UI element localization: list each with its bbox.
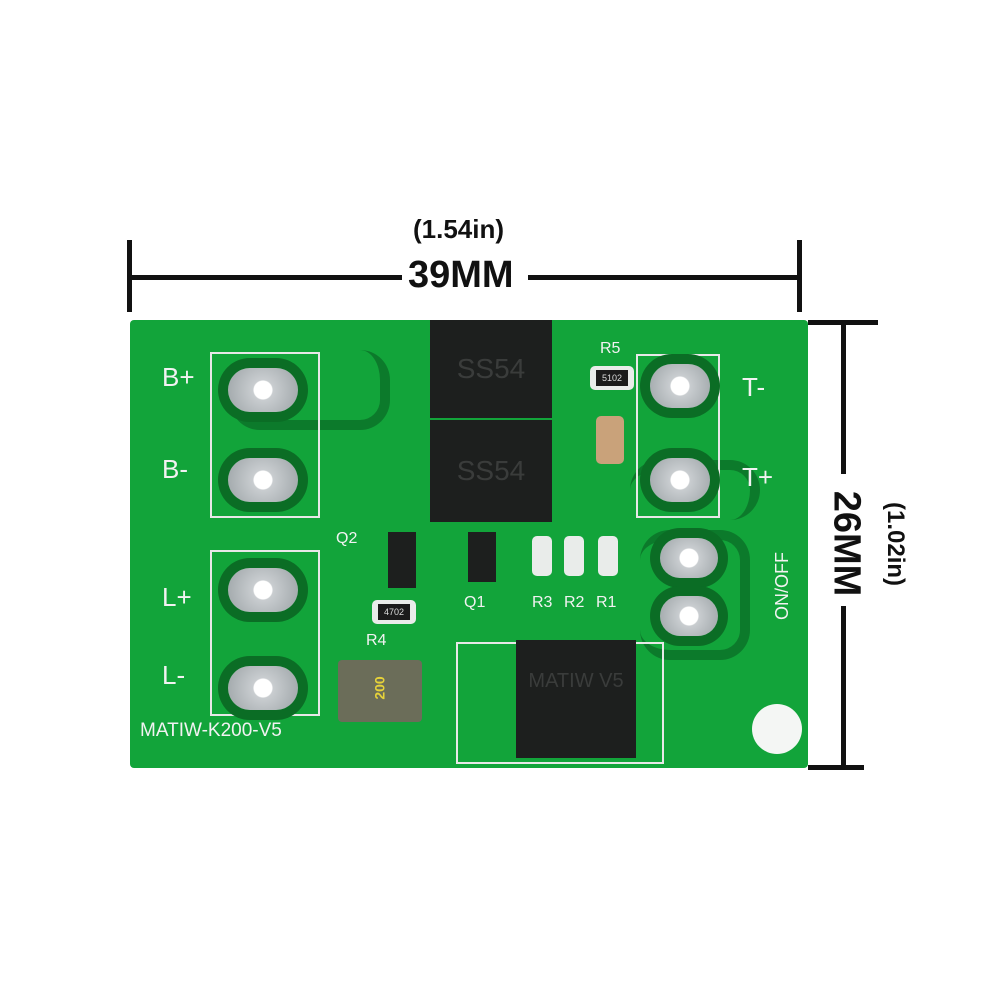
battery-terminal-box <box>210 352 320 518</box>
terminal-label-t-plus: T+ <box>742 462 774 492</box>
width-dimension-line-left <box>130 275 402 280</box>
pcb-board: B+ B- L+ L- T- T+ ON/OFF MATIW-K200-V5 S… <box>130 320 808 768</box>
pad-l-plus <box>228 568 298 612</box>
height-dimension-line-bottom <box>841 606 846 768</box>
resistor-r4-code: 4702 <box>378 604 410 620</box>
fuse: 200 <box>338 660 422 722</box>
pad-switch-1 <box>660 538 718 578</box>
terminal-label-b-plus: B+ <box>162 362 195 392</box>
resistor-r4: 4702 <box>372 600 416 624</box>
designator-q2: Q2 <box>336 530 358 547</box>
thermistor-terminal-box <box>636 354 720 518</box>
width-mm-label: 39MM <box>408 254 514 296</box>
pad-switch-2 <box>660 596 718 636</box>
height-dimension-bottom-tick <box>808 765 864 770</box>
pad-t-plus <box>650 458 710 502</box>
board-model-label: MATIW-K200-V5 <box>140 720 282 741</box>
fuse-marking: 200 <box>371 676 388 700</box>
designator-r5: R5 <box>600 340 621 357</box>
on-off-label: ON/OFF <box>772 552 792 620</box>
terminal-label-t-minus: T- <box>742 372 766 402</box>
designator-r4: R4 <box>366 632 387 649</box>
pad-t-minus <box>650 364 710 408</box>
transistor-q2 <box>388 532 416 588</box>
diode-ss54-top: SS54 <box>430 320 552 418</box>
terminal-label-b-minus: B- <box>162 454 188 484</box>
pad-b-plus <box>228 368 298 412</box>
resistor-r5-code: 5102 <box>596 370 628 386</box>
terminal-label-l-plus: L+ <box>162 582 192 612</box>
width-dimension-left-tick <box>127 240 132 312</box>
height-mm-label: 26MM <box>825 490 868 597</box>
resistor-r1 <box>598 536 618 576</box>
pad-l-minus <box>228 666 298 710</box>
resistor-r2 <box>564 536 584 576</box>
regulator-chip: MATIW V5 <box>516 640 636 758</box>
trace <box>230 350 390 430</box>
resistor-r3 <box>532 536 552 576</box>
pad-b-minus <box>228 458 298 502</box>
transistor-q1 <box>468 532 496 582</box>
resistor-r5: 5102 <box>590 366 634 390</box>
trace <box>640 530 750 660</box>
designator-q1: Q1 <box>464 594 486 611</box>
designator-r3: R3 <box>532 594 553 611</box>
load-terminal-box <box>210 550 320 716</box>
mounting-hole <box>752 704 802 754</box>
designator-r2: R2 <box>564 594 585 611</box>
height-inch-label: (1.02in) <box>882 501 909 587</box>
height-dimension-line-top <box>841 322 846 474</box>
width-dimension-line-right <box>528 275 800 280</box>
terminal-label-l-minus: L- <box>162 660 186 690</box>
designator-r1: R1 <box>596 594 617 611</box>
diode-ss54-bottom: SS54 <box>430 420 552 522</box>
capacitor <box>596 416 624 464</box>
width-inch-label: (1.54in) <box>413 214 505 244</box>
